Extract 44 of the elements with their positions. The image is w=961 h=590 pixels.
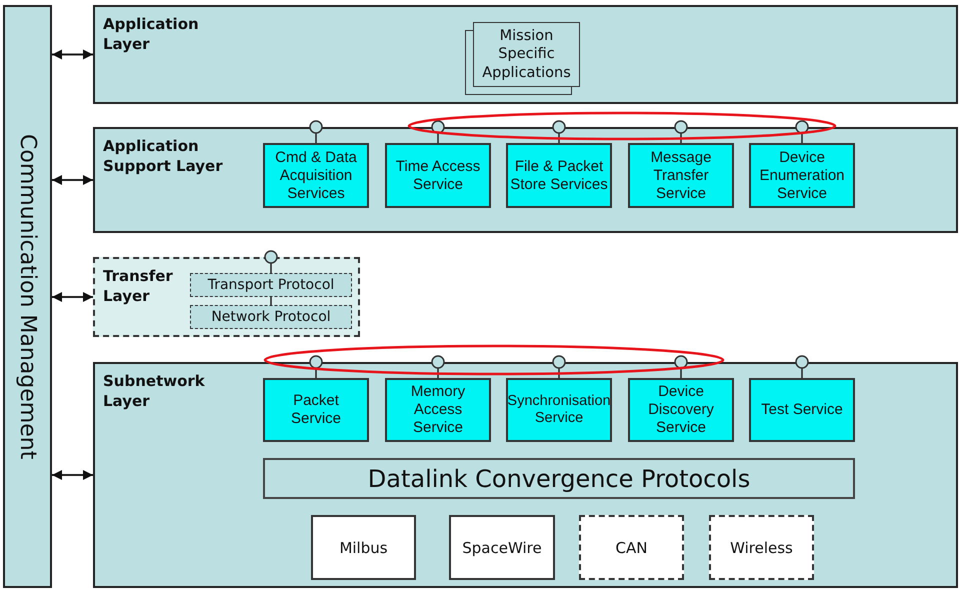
interface-connector (552, 120, 566, 143)
management-bar: Communication Management (3, 5, 52, 588)
service-box: Cmd & Data Acquisition Services (263, 143, 369, 208)
layer-panel (93, 5, 958, 104)
interface-connector (795, 355, 809, 378)
layer-title: Transfer Layer (103, 266, 174, 306)
service-box: Test Service (749, 378, 855, 442)
layer-panel (93, 127, 958, 233)
bus-box: CAN (579, 515, 684, 580)
layer-title: Application Support Layer (103, 136, 223, 176)
service-box: Time Access Service (385, 143, 491, 208)
double-arrow (52, 50, 93, 60)
interface-connector (552, 355, 566, 378)
bus-box: SpaceWire (449, 515, 555, 580)
double-arrow (52, 175, 93, 185)
service-box: Device Discovery Service (628, 378, 734, 442)
double-arrow (52, 292, 93, 302)
service-box: Packet Service (263, 378, 369, 442)
interface-connector (264, 250, 278, 273)
interface-connector (795, 120, 809, 143)
protocol-bar: Datalink Convergence Protocols (263, 458, 855, 499)
service-box: Memory Access Service (385, 378, 491, 442)
double-arrow (52, 470, 93, 480)
protocol-box: Network Protocol (190, 305, 352, 329)
layer-panel (93, 362, 958, 588)
layer-title: Application Layer (103, 14, 200, 54)
bus-box: Wireless (709, 515, 814, 580)
interface-connector (309, 355, 323, 378)
connector-line (270, 297, 272, 305)
layer-panel (93, 257, 360, 337)
service-box: File & Packet Store Services (506, 143, 612, 208)
interface-connector (674, 120, 688, 143)
service-box: Synchronisation Service (506, 378, 612, 442)
document-label: Mission Specific Applications (473, 22, 580, 87)
service-box: Message Transfer Service (628, 143, 734, 208)
protocol-box: Transport Protocol (190, 273, 352, 297)
interface-connector (431, 355, 445, 378)
interface-connector (309, 120, 323, 143)
layer-title: Subnetwork Layer (103, 371, 206, 412)
interface-connector (431, 120, 445, 143)
document-stack (465, 22, 580, 95)
bus-box: Milbus (311, 515, 416, 580)
service-box: Device Enumeration Service (749, 143, 855, 208)
interface-connector (674, 355, 688, 378)
